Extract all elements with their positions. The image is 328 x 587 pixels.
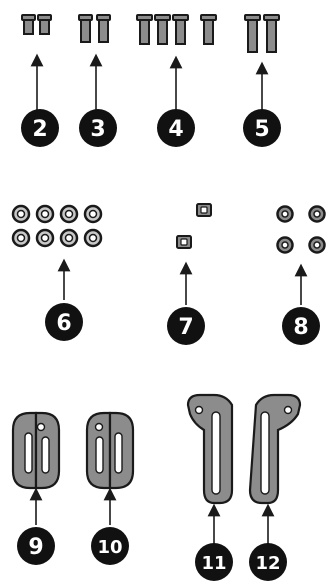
screw-icon (264, 15, 279, 52)
round-nut-icon (310, 238, 325, 253)
part-12-number: 12 (255, 553, 280, 574)
part-12-badge: 12 (249, 543, 287, 581)
screw-icon (155, 15, 170, 44)
washer-icon (61, 206, 77, 222)
washer-icon (85, 230, 101, 246)
square-nut-icon (177, 236, 191, 248)
screw-icon (97, 15, 110, 42)
part-2-screws (22, 15, 51, 34)
part-7-number: 7 (178, 315, 193, 340)
part-10-number: 10 (97, 537, 122, 558)
part-6-washers (13, 206, 101, 246)
part-9-brackets (13, 413, 59, 488)
part-9-number: 9 (28, 535, 43, 560)
washer-icon (13, 206, 29, 222)
part-8-badge: 8 (282, 307, 320, 345)
part-5-badge: 5 (243, 109, 281, 147)
part-11-badge: 11 (195, 543, 233, 581)
screw-icon (245, 15, 260, 52)
part-7-badge: 7 (167, 307, 205, 345)
part-9-badge: 9 (17, 527, 55, 565)
part-5-screws (245, 15, 279, 52)
part-4-number: 4 (168, 117, 183, 142)
part-4-screws (137, 15, 216, 44)
square-nut-icon (197, 204, 211, 216)
part-3-screws (79, 15, 110, 42)
part-3-badge: 3 (79, 109, 117, 147)
part-4-badge: 4 (157, 109, 195, 147)
washer-icon (37, 230, 53, 246)
screw-icon (201, 15, 216, 44)
part-8-nuts (278, 207, 325, 253)
part-12-bracket (250, 395, 300, 503)
round-nut-icon (310, 207, 325, 222)
part-10-brackets (87, 413, 133, 488)
screw-icon (38, 15, 51, 34)
part-3-number: 3 (90, 117, 105, 142)
washer-icon (61, 230, 77, 246)
part-7-nuts (177, 204, 211, 248)
part-11-bracket (188, 395, 232, 503)
washer-icon (37, 206, 53, 222)
screw-icon (22, 15, 35, 34)
part-6-number: 6 (56, 311, 71, 336)
part-10-badge: 10 (91, 527, 129, 565)
screw-icon (79, 15, 92, 42)
part-2-badge: 2 (21, 109, 59, 147)
part-8-number: 8 (293, 315, 308, 340)
part-6-badge: 6 (45, 303, 83, 341)
part-2-number: 2 (32, 117, 47, 142)
washer-icon (85, 206, 101, 222)
washer-icon (13, 230, 29, 246)
round-nut-icon (278, 207, 293, 222)
round-nut-icon (278, 238, 293, 253)
part-11-number: 11 (201, 553, 226, 574)
screw-icon (137, 15, 152, 44)
screw-icon (173, 15, 188, 44)
part-5-number: 5 (254, 117, 269, 142)
